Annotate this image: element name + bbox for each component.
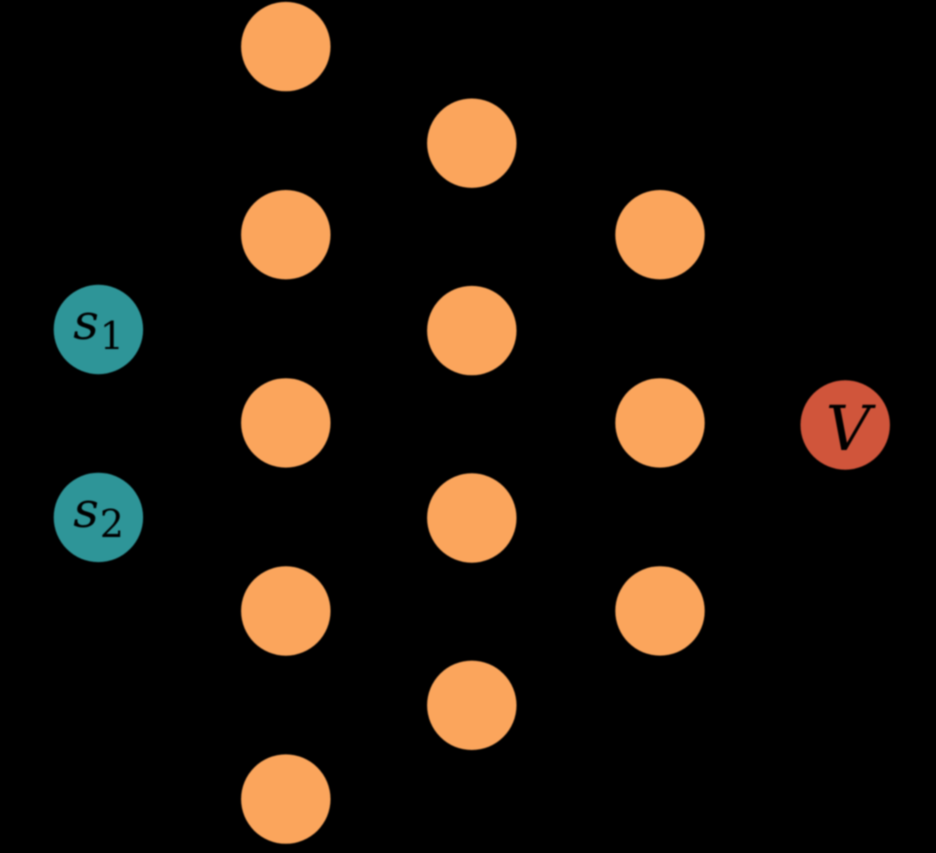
- hidden-layer-2-node-3: [427, 473, 517, 563]
- node-label-main: V: [826, 392, 877, 465]
- hidden-layer-2-node-4: [427, 660, 517, 750]
- edge: [284, 517, 474, 800]
- hidden-layer-3-node-1: [615, 190, 705, 280]
- input-layer-node-1: [53, 284, 144, 375]
- hidden-layer-1-node-5: [241, 754, 331, 844]
- node-label-subscript: 2: [100, 502, 124, 546]
- hidden-layer-2-node-1: [427, 98, 517, 188]
- edge: [284, 330, 474, 800]
- hidden-layer-3-node-3: [615, 566, 705, 656]
- node-label-main: s: [73, 481, 99, 539]
- node-label-subscript: 1: [100, 314, 124, 358]
- edge: [470, 422, 662, 707]
- edge: [284, 142, 474, 424]
- edge: [97, 45, 288, 331]
- edge: [284, 142, 474, 612]
- edge: [97, 516, 288, 800]
- hidden-layer-3-node-2: [615, 378, 705, 468]
- hidden-layer-1-node-1: [241, 1, 331, 92]
- output-layer-node-1: [800, 380, 890, 470]
- hidden-layer-1-node-2: [241, 190, 331, 280]
- edge: [97, 46, 288, 518]
- nodes-layer: [53, 1, 890, 844]
- node-label-main: s: [73, 293, 99, 351]
- input-layer-node-2: [53, 472, 144, 563]
- edge: [470, 234, 662, 706]
- hidden-layer-1-node-3: [241, 378, 331, 468]
- hidden-layer-2-node-2: [427, 285, 517, 376]
- edge: [97, 233, 288, 519]
- edge: [470, 233, 662, 519]
- hidden-layer-1-node-4: [241, 566, 331, 656]
- edge: [284, 142, 474, 800]
